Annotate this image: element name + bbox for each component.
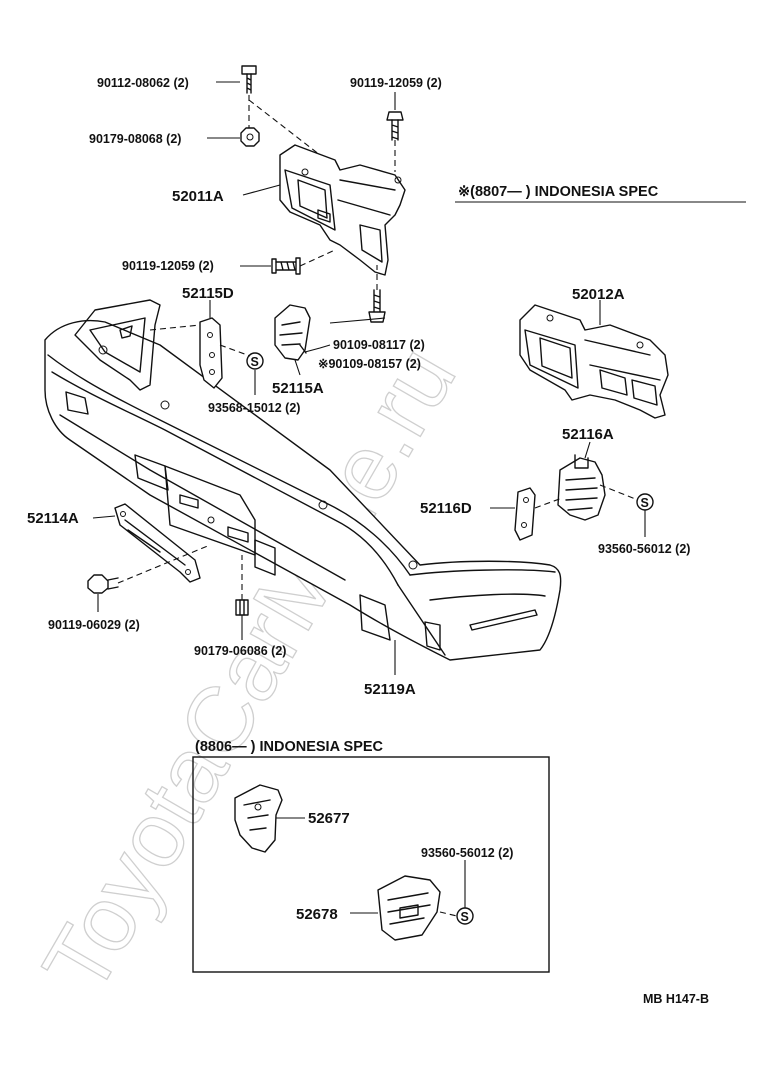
label-90112-08062: 90112-08062 (2) (97, 76, 189, 90)
label-52012A: 52012A (572, 286, 625, 303)
label-90109-08157: ※90109-08157 (2) (318, 357, 421, 371)
bracket-52114A (114, 503, 201, 583)
bolt-90119-12059-top (386, 111, 404, 141)
label-52115D: 52115D (182, 285, 234, 302)
retainer-52677 (234, 784, 283, 853)
label-52677: 52677 (308, 810, 350, 827)
nut-90179-08068 (240, 127, 260, 147)
label-52119A: 52119A (364, 681, 416, 698)
s-marker-93560-box: S (456, 907, 474, 925)
bumper-52119A (44, 299, 562, 661)
label-90109-08117: 90109-08117 (2) (333, 338, 425, 352)
label-52011A: 52011A (172, 188, 224, 205)
retainer-52678 (377, 875, 441, 941)
s-marker-93560: S (636, 493, 654, 511)
label-52116D: 52116D (420, 500, 472, 517)
bolt-90109-08117 (368, 289, 386, 323)
spec-header-8807: ※(8807— ) INDONESIA SPEC (455, 184, 746, 203)
label-90179-08068: 90179-08068 (2) (89, 132, 181, 146)
s-mark-text: S (641, 496, 649, 510)
label-90119-12059-top: 90119-12059 (2) (350, 76, 442, 90)
inset-box-8806: (8806— ) INDONESIA SPEC (192, 739, 550, 973)
label-52116A: 52116A (562, 426, 614, 443)
label-90119-06029: 90119-06029 (2) (48, 618, 140, 632)
bracket-52011A (279, 144, 406, 276)
label-52678: 52678 (296, 906, 338, 923)
label-52114A: 52114A (27, 510, 79, 527)
spec-8806-text: (8806— ) INDONESIA SPEC (195, 739, 384, 755)
s-marker-93568: S (246, 352, 264, 370)
label-90119-12059-mid: 90119-12059 (2) (122, 259, 214, 273)
bracket-52012A (519, 304, 669, 419)
plate-52116D (514, 487, 536, 541)
bolt-90112-08062 (241, 65, 257, 94)
bolt-90119-12059-mid (271, 257, 301, 275)
label-93560-56012: 93560-56012 (2) (598, 542, 690, 556)
s-mark-text: S (251, 355, 259, 369)
spec-8807-text: ※(8807— ) INDONESIA SPEC (458, 184, 659, 200)
label-52115A: 52115A (272, 380, 324, 397)
plate-52115D (199, 317, 223, 389)
s-mark-text: S (461, 910, 469, 924)
label-93568-15012: 93568-15012 (2) (208, 401, 300, 415)
part-labels: 90112-08062 (2) 90179-08068 (2) 90119-12… (27, 76, 690, 923)
clip-90179-06086 (235, 599, 249, 616)
drawing-code: MB H147-B (643, 992, 709, 1006)
label-93560-56012-box: 93560-56012 (2) (421, 846, 513, 860)
bolt-90119-06029 (87, 574, 119, 594)
assembly-lines (117, 95, 639, 917)
leader-lines (92, 81, 646, 914)
retainer-52116A (557, 454, 606, 521)
label-90179-06086: 90179-06086 (2) (194, 644, 286, 658)
